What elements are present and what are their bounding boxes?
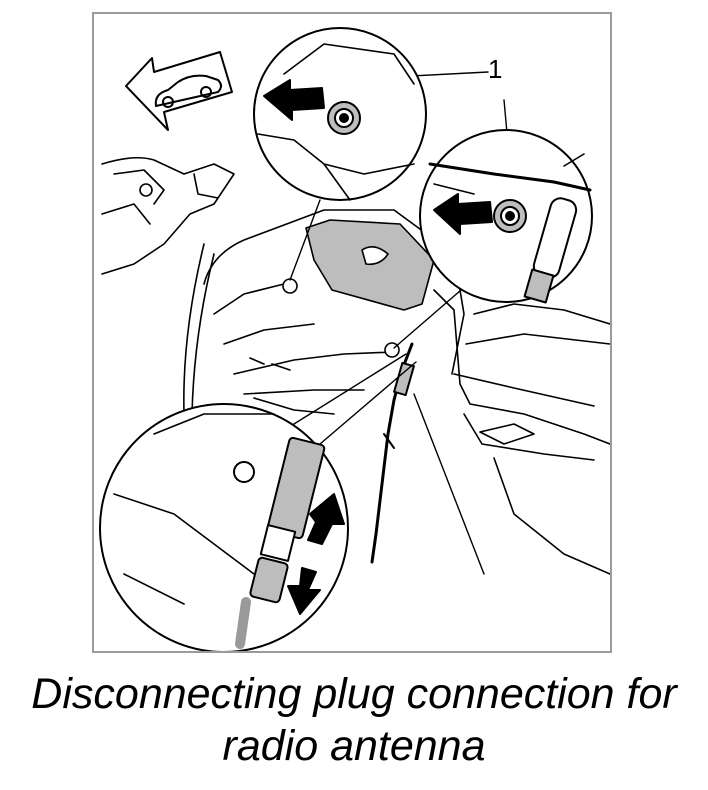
screw-left: [282, 278, 298, 294]
detail-circle-bottom: [99, 403, 349, 651]
dashboard-lines: [101, 156, 235, 415]
caption-line-2: radio antenna: [222, 722, 486, 770]
antenna-cable: [370, 342, 415, 564]
screw-icon: [233, 461, 255, 483]
center-console: [203, 209, 610, 575]
antenna-plug-lower: [249, 556, 289, 604]
detail-circle-right: [419, 129, 593, 304]
figure-frame: 1: [92, 12, 612, 653]
car-icon: [154, 74, 222, 107]
illustration: [99, 27, 610, 651]
arrow-left-icon: [263, 79, 325, 121]
arrow-up-icon: [307, 493, 345, 545]
detail-circle-top: [253, 27, 427, 201]
forward-direction-arrow-icon: [125, 51, 233, 131]
figure-caption: Disconnecting plug connection for radio …: [0, 668, 708, 772]
vent-slot: [479, 423, 535, 445]
arrow-left-icon: [433, 193, 493, 235]
callout-label: 1: [488, 54, 503, 84]
caption-line-1: Disconnecting plug connection for: [31, 670, 677, 718]
arrow-down-icon: [287, 567, 321, 615]
